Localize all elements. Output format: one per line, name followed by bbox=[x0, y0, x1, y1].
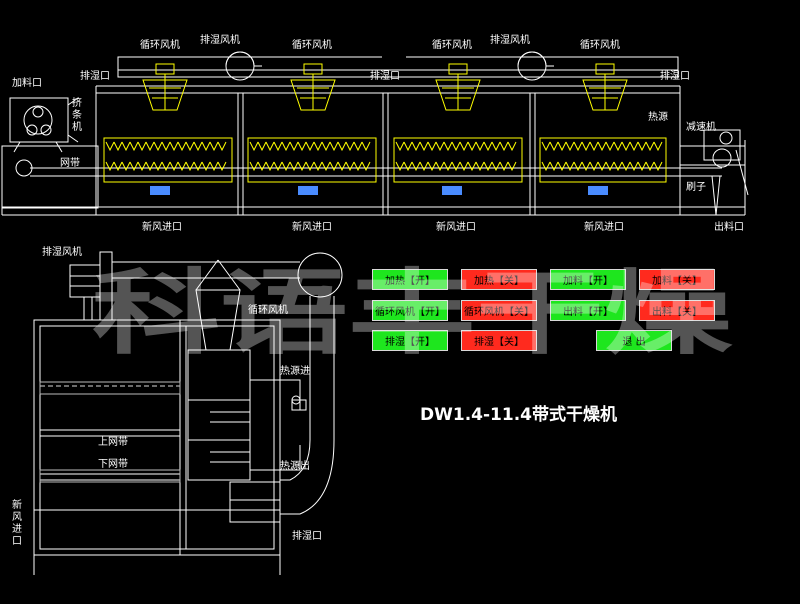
heater-frame bbox=[539, 137, 667, 183]
label-heat-source: 热源 bbox=[648, 110, 668, 123]
side-label-fresh-air-2: 风 bbox=[12, 511, 22, 523]
side-label-circulation-fan: 循环风机 bbox=[248, 303, 288, 316]
side-label-exhaust-fan: 排湿风机 bbox=[42, 245, 82, 258]
fan-motor bbox=[155, 63, 175, 75]
label-fresh-air-1: 新风进口 bbox=[142, 220, 182, 233]
label-exhaust-port-2: 排湿口 bbox=[370, 69, 400, 82]
circulation-fan-off-button[interactable]: 循环风机【关】 bbox=[461, 300, 537, 321]
label-brush: 刷子 bbox=[686, 181, 706, 193]
side-exhaust-fan bbox=[69, 264, 101, 298]
fan-impeller bbox=[582, 79, 628, 111]
heater-coil-2 bbox=[247, 137, 377, 183]
side-label-fresh-air-1: 新 bbox=[12, 498, 22, 511]
side-view bbox=[33, 251, 343, 575]
heat-off-button[interactable]: 加热【关】 bbox=[461, 269, 537, 290]
reducer bbox=[703, 129, 741, 161]
label-circulation-fan-4: 循环风机 bbox=[580, 38, 620, 51]
extruder bbox=[9, 97, 69, 143]
circulation-fan-1 bbox=[142, 63, 188, 111]
label-feed-inlet: 加料口 bbox=[12, 76, 42, 89]
heater-fins bbox=[541, 141, 663, 172]
label-circulation-fan-3: 循环风机 bbox=[432, 38, 472, 51]
side-label-exhaust-port: 排湿口 bbox=[292, 529, 322, 542]
feed-on-button[interactable]: 加料【开】 bbox=[550, 269, 626, 290]
heater-fins bbox=[249, 141, 371, 172]
heat-on-button[interactable]: 加热【开】 bbox=[372, 269, 448, 290]
discharge-off-button[interactable]: 出料【关】 bbox=[639, 300, 715, 321]
label-fresh-air-2: 新风进口 bbox=[292, 220, 332, 233]
machine-title: DW1.4-11.4带式干燥机 bbox=[420, 404, 617, 425]
label-exhaust-fan-2: 排湿风机 bbox=[490, 33, 530, 46]
drive-group bbox=[150, 186, 608, 195]
heater-fins bbox=[105, 141, 227, 172]
side-body bbox=[33, 319, 281, 556]
drive-block-3 bbox=[442, 186, 462, 195]
heater-coil-3 bbox=[393, 137, 523, 183]
side-label-lower-belt: 下网带 bbox=[98, 458, 128, 470]
drive-block-4 bbox=[588, 186, 608, 195]
circulation-fan-2 bbox=[290, 63, 336, 111]
label-discharge-outlet: 出料口 bbox=[714, 220, 744, 233]
label-fresh-air-4: 新风进口 bbox=[584, 220, 624, 233]
top-view bbox=[1, 56, 749, 216]
fan-motor bbox=[448, 63, 468, 75]
label-mesh-belt: 网带 bbox=[60, 157, 80, 169]
label-exhaust-port-3: 排湿口 bbox=[660, 69, 690, 82]
label-extruder-1: 挤 bbox=[72, 96, 82, 109]
label-exhaust-fan-1: 排湿风机 bbox=[200, 33, 240, 46]
exhaust-on-button[interactable]: 排湿【开】 bbox=[372, 330, 448, 351]
fan-group bbox=[142, 63, 628, 111]
side-duct-bend bbox=[297, 252, 343, 298]
side-label-heat-out: 热源出 bbox=[280, 459, 310, 472]
side-label-upper-belt: 上网带 bbox=[98, 436, 128, 448]
heater-coil-4 bbox=[539, 137, 667, 183]
drive-block-2 bbox=[298, 186, 318, 195]
fan-impeller bbox=[142, 79, 188, 111]
belt-roller-right bbox=[712, 148, 732, 168]
fan-motor bbox=[303, 63, 323, 75]
heater-frame bbox=[103, 137, 233, 183]
label-exhaust-port-1: 排湿口 bbox=[80, 69, 110, 82]
exhaust-off-button[interactable]: 排湿【关】 bbox=[461, 330, 537, 351]
belt-roller-left bbox=[15, 159, 33, 177]
heater-coil-1 bbox=[103, 137, 233, 183]
side-label-fresh-air-4: 口 bbox=[12, 536, 22, 547]
label-reducer: 减速机 bbox=[686, 120, 716, 133]
drive-block-1 bbox=[150, 186, 170, 195]
heater-frame bbox=[393, 137, 523, 183]
feed-off-button[interactable]: 加料【关】 bbox=[639, 269, 715, 290]
heater-group bbox=[103, 137, 667, 183]
fan-impeller bbox=[435, 79, 481, 111]
label-extruder-2: 条 bbox=[72, 108, 82, 121]
circulation-fan-3 bbox=[435, 63, 481, 111]
label-circulation-fan-2: 循环风机 bbox=[292, 38, 332, 51]
discharge-on-button[interactable]: 出料【开】 bbox=[550, 300, 626, 321]
fan-impeller bbox=[290, 79, 336, 111]
label-extruder-3: 机 bbox=[72, 120, 82, 133]
side-label-fresh-air-3: 进 bbox=[12, 523, 22, 535]
circulation-fan-4 bbox=[582, 63, 628, 111]
label-fresh-air-3: 新风进口 bbox=[436, 220, 476, 233]
circulation-fan-on-button[interactable]: 循环风机【开】 bbox=[372, 300, 448, 321]
side-label-heat-in: 热源进 bbox=[280, 364, 310, 377]
fan-motor bbox=[595, 63, 615, 75]
heater-fins bbox=[395, 141, 517, 172]
heater-frame bbox=[247, 137, 377, 183]
exhaust-fan-scrolls bbox=[225, 51, 554, 81]
exit-button[interactable]: 退 出 bbox=[596, 330, 672, 351]
label-circulation-fan-1: 循环风机 bbox=[140, 38, 180, 51]
